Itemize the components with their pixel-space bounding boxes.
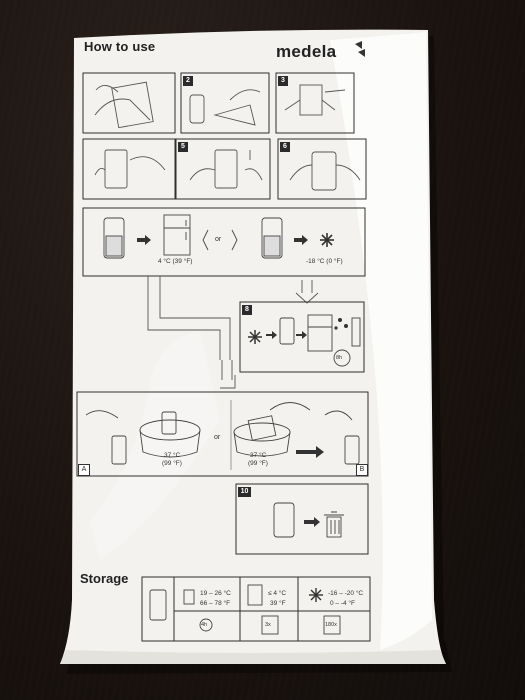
snowflake-icon — [320, 233, 334, 247]
fridge-storage-celsius: ≤ 4 °C — [268, 590, 287, 597]
thaw-time: 8h — [336, 355, 343, 361]
step-number: 2 — [183, 76, 193, 86]
how-to-use-heading: How to use — [84, 39, 156, 54]
room-temp-celsius: 19 – 26 °C — [200, 590, 231, 597]
warm-temp-b-fahrenheit: (99 °F) — [248, 460, 268, 467]
room-time: 4h — [201, 622, 208, 628]
freezer-storage-celsius: -16 – -20 °C — [328, 590, 364, 597]
storage-heading: Storage — [80, 571, 129, 586]
brand-logo-text: medela — [276, 42, 337, 61]
fridge-storage-days: 3x — [265, 622, 271, 628]
step-number: 10 — [238, 487, 251, 497]
freezer-storage-fahrenheit: 0 – -4 °F — [330, 600, 355, 607]
warm-temp-a-fahrenheit: (99 °F) — [162, 460, 182, 467]
step-number: 8 — [242, 305, 252, 315]
or-label: or — [215, 236, 222, 243]
fridge-temperature: 4 °C (39 °F) — [158, 258, 193, 265]
storage-bag — [60, 29, 446, 664]
step-number: 3 — [278, 76, 288, 86]
warm-temp-a-celsius: 37 °C — [164, 452, 181, 459]
room-temp-fahrenheit: 66 – 78 °F — [200, 600, 231, 607]
freezer-storage-days: 180x — [325, 622, 337, 628]
step-number: 6 — [280, 142, 290, 152]
medela-logo-mark — [355, 41, 365, 57]
freezer-temperature: -18 °C (0 °F) — [306, 258, 343, 265]
method-label-b: B — [356, 464, 368, 476]
step-number: 5 — [178, 142, 188, 152]
fridge-storage-fahrenheit: 39 °F — [270, 600, 286, 607]
or-label: or — [214, 434, 221, 441]
warm-temp-b-celsius: 37 °C — [250, 452, 267, 459]
method-label-a: A — [78, 464, 90, 476]
